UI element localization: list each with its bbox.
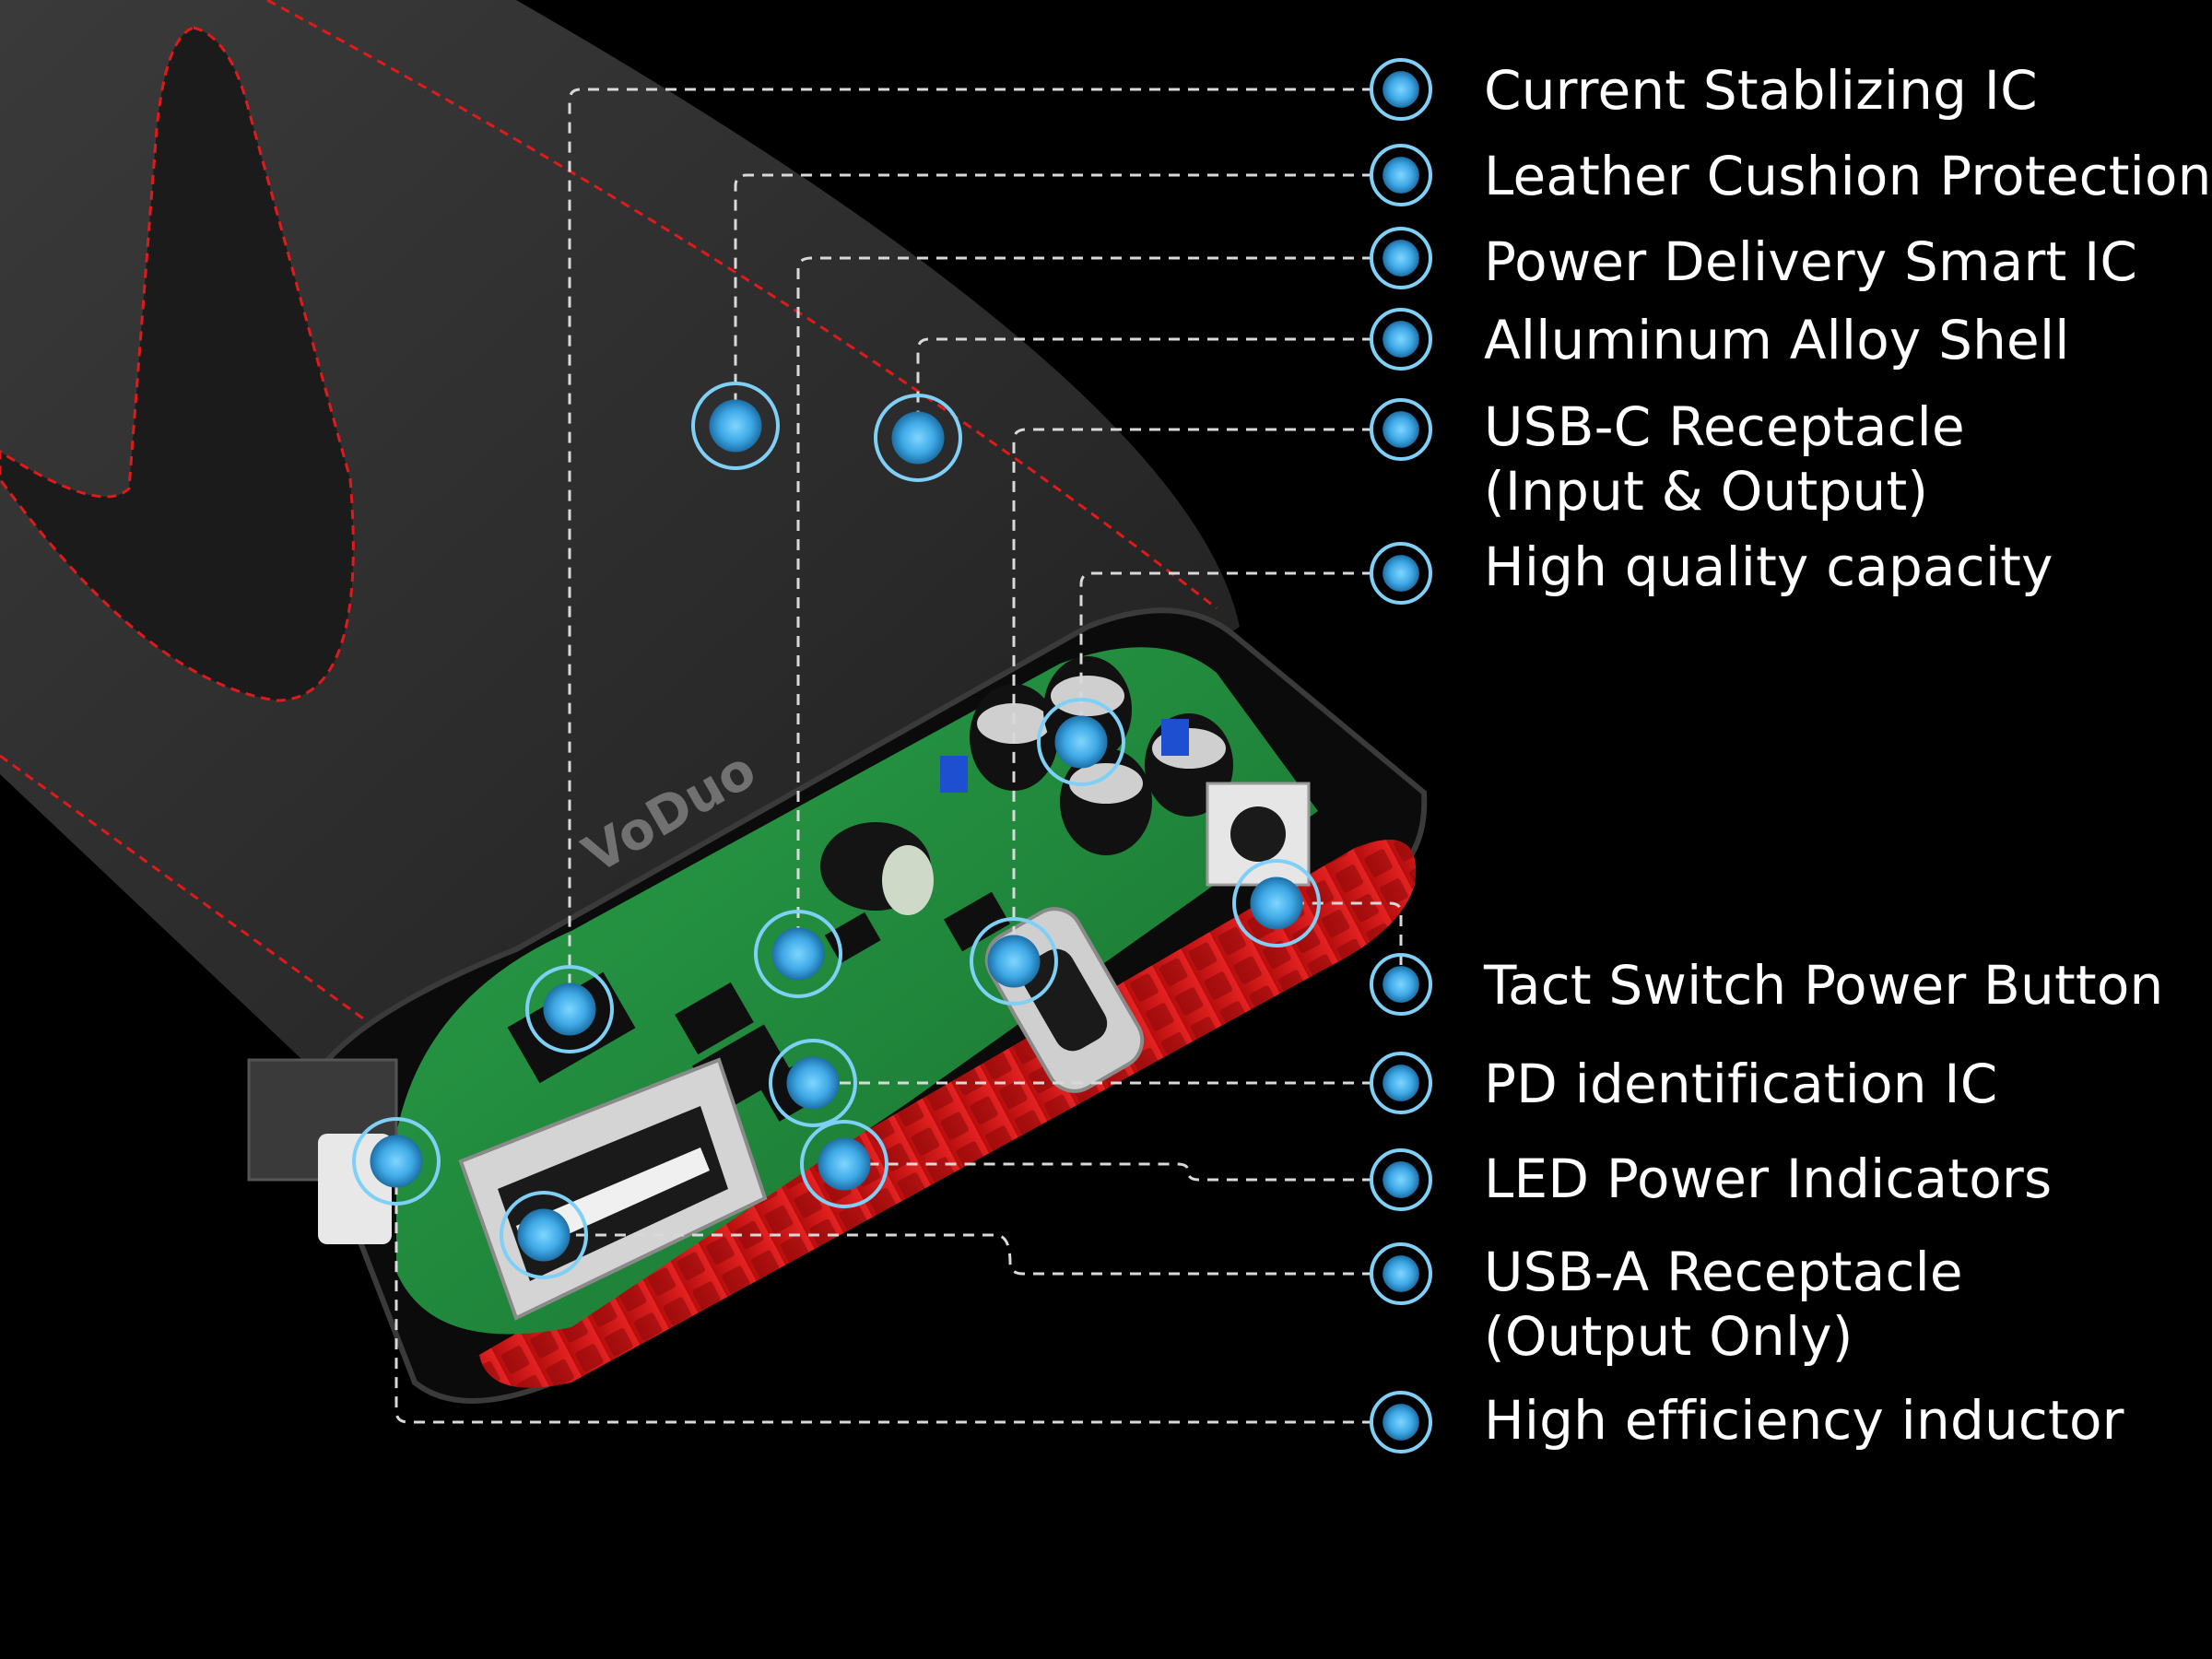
- label-current-stabilizing-ic: Current Stablizing IC: [1484, 59, 2038, 122]
- bullet-aluminum-shell: [1370, 308, 1432, 371]
- leather-chevron-emboss: [0, 26, 355, 702]
- device-marker-tact-switch: [1232, 859, 1321, 947]
- device-marker-usb-a: [500, 1191, 588, 1279]
- label-tact-switch: Tact Switch Power Button: [1484, 954, 2164, 1017]
- leader-current-stabilizing-ic: [568, 88, 1373, 1000]
- device-marker-inductor: [352, 1117, 441, 1206]
- device-marker-led-indicators: [800, 1120, 888, 1208]
- label-inductor: High efficiency inductor: [1484, 1389, 2124, 1452]
- leader-leather-cushion: [734, 173, 1373, 426]
- leader-led-indicators: [844, 1162, 1373, 1182]
- label-usb-c: USB-C Receptacle (Input & Output): [1484, 395, 1965, 523]
- leader-usb-a: [544, 1233, 1373, 1276]
- bullet-pd-identification-ic: [1370, 1052, 1432, 1114]
- device-marker-current-stabilizing-ic: [525, 965, 614, 1053]
- label-bullets: [1370, 58, 1432, 1453]
- label-capacity: High quality capacity: [1484, 535, 2053, 598]
- leader-tact-switch: [1277, 901, 1403, 984]
- bullet-usb-c: [1370, 398, 1432, 461]
- label-usb-a: USB-A Receptacle (Output Only): [1484, 1241, 1963, 1368]
- device-marker-aluminum-shell: [874, 394, 962, 482]
- device-marker-pd-smart-ic: [754, 910, 842, 998]
- bullet-current-stabilizing-ic: [1370, 58, 1432, 121]
- leather-body: [0, 0, 1240, 1125]
- bullet-pd-smart-ic: [1370, 227, 1432, 289]
- leader-capacity: [1079, 571, 1373, 742]
- bullet-led-indicators: [1370, 1148, 1432, 1211]
- bullet-usb-a: [1370, 1242, 1432, 1305]
- bullet-capacity: [1370, 542, 1432, 605]
- device-marker-leather-cushion: [691, 382, 780, 470]
- red-vent-grille: [479, 840, 1417, 1388]
- device-marker-usb-c: [970, 917, 1058, 1006]
- label-aluminum-shell: Alluminum Alloy Shell: [1484, 309, 2070, 371]
- label-pd-smart-ic: Power Delivery Smart IC: [1484, 230, 2138, 293]
- leather-stitching: [0, 0, 1218, 1071]
- leader-lines: [394, 88, 1403, 1424]
- label-leather-cushion: Leather Cushion Protection: [1484, 145, 2212, 207]
- leader-usb-c: [1012, 428, 1373, 961]
- bullet-leather-cushion: [1370, 144, 1432, 206]
- device-marker-capacity: [1037, 698, 1125, 786]
- device-markers: [352, 382, 1321, 1279]
- leader-inductor: [394, 1166, 1373, 1424]
- bullet-tact-switch: [1370, 953, 1432, 1016]
- label-led-indicators: LED Power Indicators: [1484, 1147, 2053, 1210]
- bullet-inductor: [1370, 1391, 1432, 1453]
- leader-pd-smart-ic: [796, 256, 1373, 954]
- label-pd-identification-ic: PD identification IC: [1484, 1053, 1998, 1115]
- device-marker-pd-identification-ic: [769, 1039, 857, 1127]
- leader-aluminum-shell: [916, 337, 1373, 438]
